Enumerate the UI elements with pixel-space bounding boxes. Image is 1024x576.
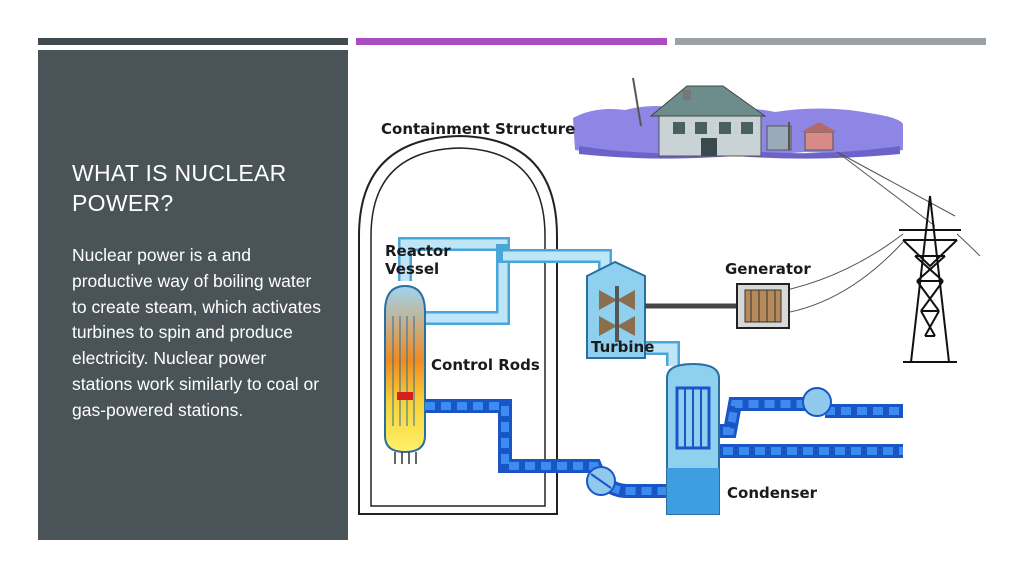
nuclear-plant-diagram: Containment Structure Reactor Vessel Con… [358, 77, 981, 515]
transmission-tower [899, 195, 961, 363]
slide-title: WHAT IS NUCLEAR POWER? [72, 160, 287, 216]
text-panel: WHAT IS NUCLEAR POWER? Nuclear power is … [38, 50, 348, 540]
label-turbine: Turbine [591, 338, 654, 356]
header-bar-purple [356, 38, 667, 45]
label-generator: Generator [725, 260, 811, 278]
label-reactor-line1: Reactor [385, 242, 451, 260]
header-bar-dark [38, 38, 348, 45]
slide-body-text: Nuclear power is a and productive way of… [72, 245, 321, 420]
reactor-vessel [384, 284, 426, 464]
header-bar-gray [675, 38, 986, 45]
label-condenser: Condenser [727, 484, 818, 502]
condenser [666, 362, 720, 515]
cooling-pump [802, 387, 832, 417]
turbine [586, 260, 646, 359]
label-containment: Containment Structure [381, 120, 575, 138]
house-scene [573, 77, 956, 227]
label-reactor-line2: Vessel [385, 260, 439, 278]
label-control-rods: Control Rods [431, 356, 540, 374]
generator [736, 283, 790, 329]
